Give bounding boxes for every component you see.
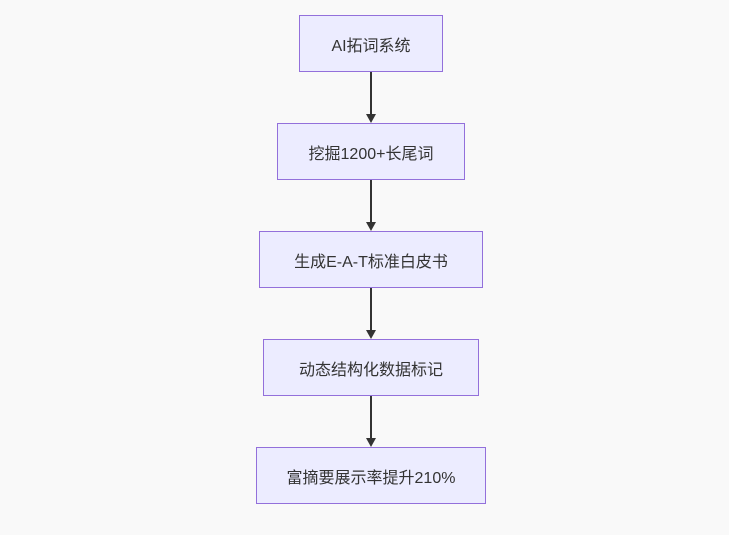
arrow-down-icon <box>366 330 376 339</box>
flow-node-label: 挖掘1200+长尾词 <box>308 145 434 163</box>
flow-edge-4 <box>366 396 376 447</box>
flow-edge-3 <box>366 288 376 339</box>
flow-edge-2 <box>366 180 376 231</box>
flow-node-eat-whitepaper-generation: 生成E-A-T标准白皮书 <box>259 231 483 288</box>
flow-node-longtail-keyword-mining: 挖掘1200+长尾词 <box>277 123 465 180</box>
flow-node-rich-snippet-rate-increase: 富摘要展示率提升210% <box>256 447 486 504</box>
arrow-line <box>370 180 372 222</box>
flow-node-label: 动态结构化数据标记 <box>298 361 443 379</box>
flow-column: AI拓词系统 挖掘1200+长尾词 生成E-A-T标准白皮书 动态结构化数据标记 <box>256 15 486 504</box>
arrow-down-icon <box>366 114 376 123</box>
arrow-line <box>370 396 372 438</box>
arrow-line <box>370 288 372 330</box>
flow-node-label: 生成E-A-T标准白皮书 <box>294 253 448 271</box>
flow-node-label: AI拓词系统 <box>331 37 411 55</box>
flow-node-dynamic-structured-data-markup: 动态结构化数据标记 <box>263 339 479 396</box>
arrow-down-icon <box>366 222 376 231</box>
flow-node-label: 富摘要展示率提升210% <box>286 469 456 487</box>
arrow-down-icon <box>366 438 376 447</box>
flow-edge-1 <box>366 72 376 123</box>
flow-node-ai-word-expansion-system: AI拓词系统 <box>299 15 443 72</box>
arrow-line <box>370 72 372 114</box>
